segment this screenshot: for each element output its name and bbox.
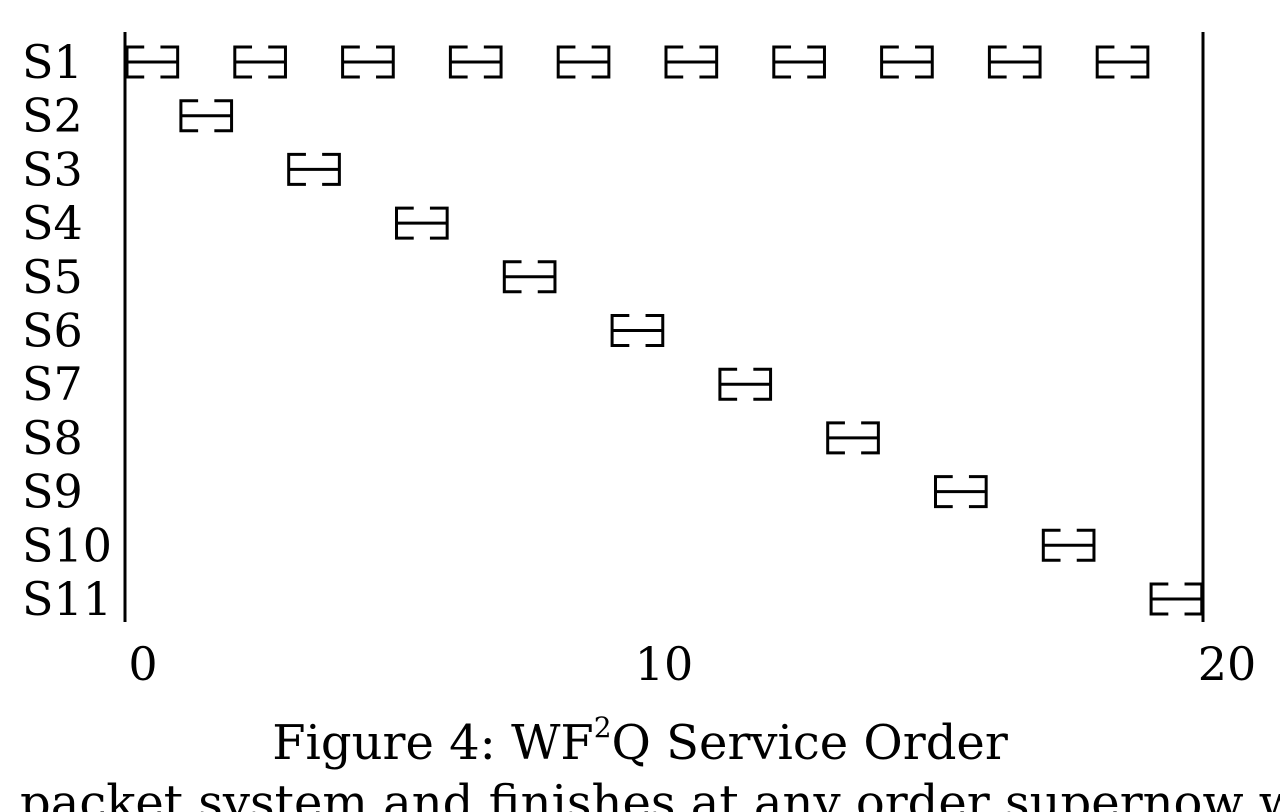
row-label-s10: S10 <box>22 518 112 572</box>
row-label-s4: S4 <box>22 196 83 250</box>
packet-mark-s9-15 <box>934 475 988 509</box>
figure-caption: Figure 4: WF2Q Service Order <box>0 714 1280 772</box>
row-label-s1: S1 <box>22 35 83 89</box>
packet-mark-s11-19 <box>1149 582 1204 616</box>
row-label-s8: S8 <box>22 411 83 465</box>
packet-mark-s1-18 <box>1095 45 1150 79</box>
packet-mark-s7-11 <box>718 367 773 401</box>
packet-mark-s1-2 <box>233 45 287 79</box>
packet-mark-s2-1 <box>179 99 234 133</box>
trailing-body-text: packet system and finishes at any order … <box>20 775 1280 812</box>
caption-superscript: 2 <box>593 711 612 744</box>
packet-mark-s1-0 <box>125 45 180 79</box>
row-label-s9: S9 <box>22 465 83 519</box>
packet-mark-s1-6 <box>448 45 503 79</box>
caption-prefix: Figure 4: WF <box>272 715 594 771</box>
packet-mark-s1-8 <box>556 45 611 79</box>
packet-mark-s8-13 <box>826 421 880 455</box>
caption-suffix: Q Service Order <box>611 715 1008 771</box>
row-label-s6: S6 <box>22 304 83 358</box>
x-tick-labels: 0 10 20 <box>128 637 1256 691</box>
packet-mark-s5-7 <box>502 260 557 294</box>
packet-mark-s10-17 <box>1041 528 1096 562</box>
row-label-s3: S3 <box>22 142 83 196</box>
packet-marks <box>125 45 1204 616</box>
packet-mark-s1-14 <box>880 45 934 79</box>
x-tick-label-20: 20 <box>1198 637 1257 691</box>
row-label-s11: S11 <box>22 572 112 626</box>
packet-mark-s1-10 <box>664 45 719 79</box>
row-label-s7: S7 <box>22 357 83 411</box>
packet-mark-s1-4 <box>341 45 395 79</box>
packet-mark-s6-9 <box>610 314 665 347</box>
packet-mark-s3-3 <box>287 152 341 186</box>
packet-mark-s1-12 <box>772 45 826 79</box>
row-label-s2: S2 <box>22 89 83 143</box>
row-label-s5: S5 <box>22 250 83 304</box>
packet-mark-s1-16 <box>987 45 1042 79</box>
x-tick-label-10: 10 <box>635 637 694 691</box>
x-tick-label-0: 0 <box>128 637 157 691</box>
packet-mark-s4-5 <box>395 206 449 240</box>
